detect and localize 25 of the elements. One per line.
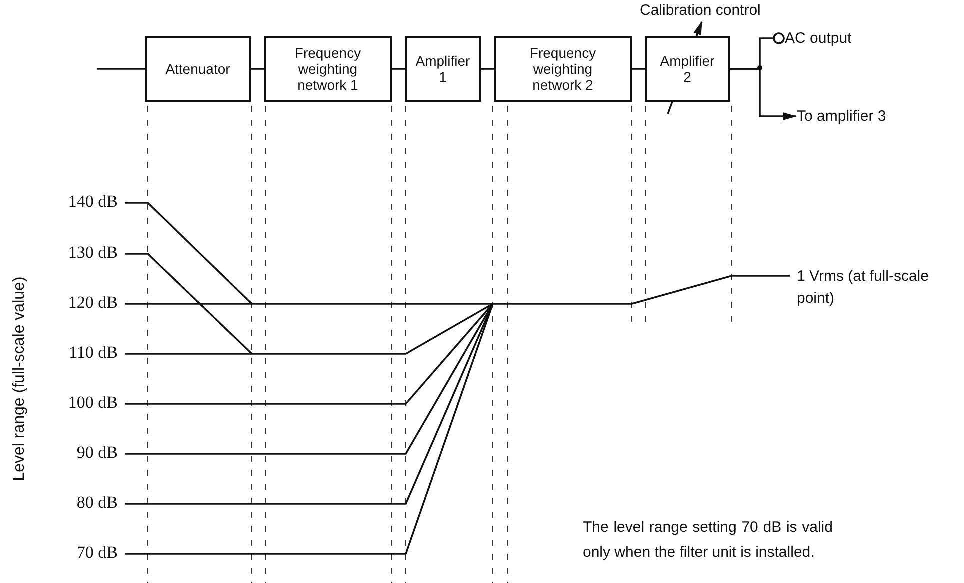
axis-title: Level range (full-scale value): [11, 276, 29, 484]
level-value: 70 dB: [76, 543, 118, 563]
signal-line: [481, 68, 494, 70]
filter-box: Frequency weighting network 1: [264, 36, 392, 102]
output-level-note: 1 Vrms (at full-scale point): [797, 267, 930, 309]
level-value: 140 dB: [67, 192, 118, 212]
amplifier-box: Amplifier 2: [645, 36, 730, 102]
output-label: AC output: [785, 30, 852, 47]
level-value: 80 dB: [76, 493, 118, 513]
signal-line: [251, 68, 264, 70]
signal-line: [97, 68, 145, 70]
control-label: Calibration control: [640, 2, 761, 19]
amplifier-box: Amplifier 1: [405, 36, 481, 102]
filter-box: Frequency weighting network 2: [494, 36, 632, 102]
level-value: 100 dB: [67, 393, 118, 413]
signal-line: [392, 68, 405, 70]
output-label: To amplifier 3: [797, 108, 886, 125]
level-value: 90 dB: [76, 443, 118, 463]
attenuator-box: Attenuator: [145, 36, 251, 102]
level-value: 110 dB: [68, 343, 118, 363]
note-text: The level range setting 70 dB is valid only when the filter unit is installed.: [583, 518, 833, 563]
level-value: 130 dB: [67, 243, 118, 263]
arrow: [730, 68, 797, 120]
signal-line: [632, 68, 645, 70]
level-value: 120 dB: [67, 293, 118, 313]
